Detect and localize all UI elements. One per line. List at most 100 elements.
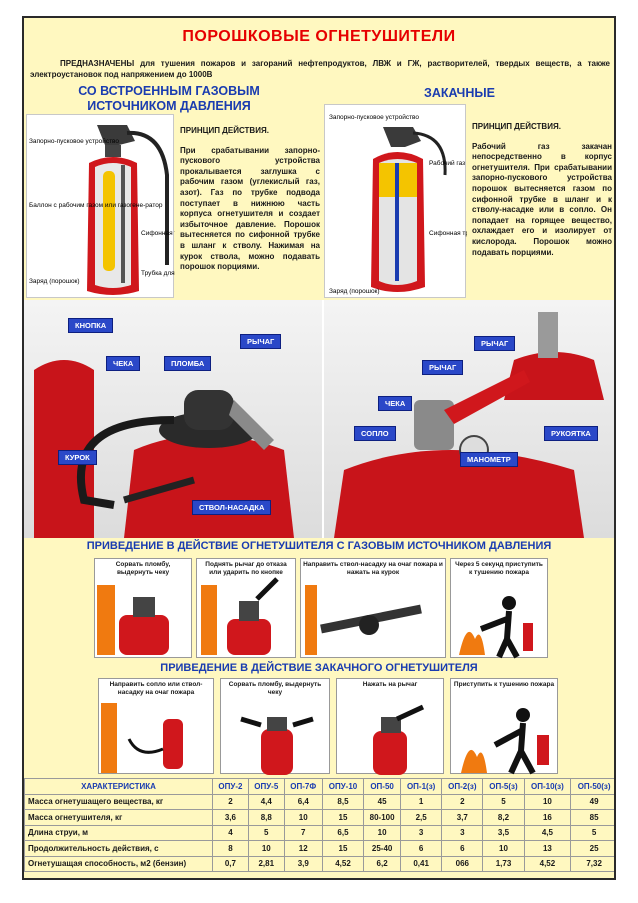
table-cell: 6 xyxy=(441,840,484,857)
zak-step-4: Приступить к тушению пожара xyxy=(450,678,558,775)
table-header-cell: ОП-2(з) xyxy=(441,778,484,795)
gas-principle-text: При срабатывании запорно-пускового устро… xyxy=(180,145,320,272)
zak-extinguisher-photo xyxy=(334,312,604,538)
table-cell: 6,4 xyxy=(283,793,323,810)
zak-step-2-icon xyxy=(240,716,314,775)
zak-step-3: Нажать на рычаг xyxy=(336,678,444,775)
part-label-seal: ПЛОМБА xyxy=(164,356,212,371)
table-cell: 1,73 xyxy=(482,855,525,872)
zak-step-2-caption: Сорвать пломбу, выдернуть чеку xyxy=(228,681,322,696)
table-row-label: Огнетушащая способность, м2 (бензин) xyxy=(24,855,213,872)
table-cell: 10 xyxy=(523,793,572,810)
table-cell: 7,32 xyxy=(570,855,614,872)
table-cell: 2 xyxy=(212,793,249,810)
table-cell: 3 xyxy=(400,824,443,841)
table-cell: 85 xyxy=(570,809,614,826)
table-cell: 12 xyxy=(283,840,323,857)
gas-step-4-caption: Через 5 секунд приступить к тушению пожа… xyxy=(455,561,543,576)
table-cell: 066 xyxy=(441,855,484,872)
label-valve: Запорно-пусковое устройство xyxy=(329,113,419,121)
table-cell: 10 xyxy=(363,824,402,841)
table-cell: 80-100 xyxy=(363,809,402,826)
table-row-label: Длина струи, м xyxy=(24,824,213,841)
table-cell: 10 xyxy=(247,840,285,857)
table-header-cell: ОПУ-5 xyxy=(247,778,285,795)
gas-extinguisher-diagram: Запорно-пусковое устройство Баллон с раб… xyxy=(26,114,216,298)
label-valve: Запорно-пусковое устройство xyxy=(29,137,119,145)
table-cell: 3,9 xyxy=(283,855,323,872)
zak-extinguisher-illustration: Запорно-пусковое устройство Рабочий газ … xyxy=(329,113,483,295)
zak-step-3-icon xyxy=(373,704,425,775)
table-header-cell: ОП-7Ф xyxy=(283,778,323,795)
part-label-button: КНОПКА xyxy=(68,318,114,333)
gas-step-3-icon xyxy=(305,585,422,655)
part-label-gauge: МАНОМЕТР xyxy=(460,452,518,467)
table-cell: 6,5 xyxy=(321,824,365,841)
table-cell: 8,5 xyxy=(321,793,365,810)
table-cell: 4,52 xyxy=(321,855,365,872)
table-cell: 3,6 xyxy=(212,809,249,826)
page-title: ПОРОШКОВЫЕ ОГНЕТУШИТЕЛИ xyxy=(182,28,456,45)
gas-step-3: Направить ствол-насадку на очаг пожара и… xyxy=(300,558,446,658)
zak-principle-text: Рабочий газ закачан непосредственно в ко… xyxy=(472,141,612,257)
table-header-cell: ОП-1(з) xyxy=(400,778,443,795)
table-cell: 3,7 xyxy=(441,809,484,826)
table-cell: 6,2 xyxy=(363,855,402,872)
table-cell: 45 xyxy=(363,793,402,810)
part-label-pin: ЧЕКА xyxy=(378,396,413,411)
table-cell: 8,8 xyxy=(247,809,285,826)
table-cell: 16 xyxy=(523,809,572,826)
label-cylinder: Баллон с рабочим газом или газогене-рато… xyxy=(29,201,163,209)
label-charge: Заряд (порошок) xyxy=(329,288,380,295)
table-cell: 4,52 xyxy=(523,855,572,872)
gas-step-1: Сорвать пломбу, выдернуть чеку xyxy=(94,558,192,658)
gas-step-4: Через 5 секунд приступить к тушению пожа… xyxy=(450,558,548,659)
gas-step-1-icon xyxy=(97,585,169,655)
gas-principle: ПРИНЦИП ДЕЙСТВИЯ. При срабатывании запор… xyxy=(180,126,320,273)
table-cell: 2,81 xyxy=(247,855,285,872)
label-gas: Рабочий газ xyxy=(429,159,465,167)
gas-step-2-caption: Поднять рычаг до отказа или ударить по к… xyxy=(205,561,287,576)
gas-step-4-icon xyxy=(459,596,533,659)
table-row-label: Продолжительность действия, с xyxy=(24,840,213,857)
table-cell: 8 xyxy=(212,840,249,857)
section-zak-activation-title: ПРИВЕДЕНИЕ В ДЕЙСТВИЕ ЗАКАЧНОГО ОГНЕТУШИ… xyxy=(160,662,478,674)
table-cell: 2,5 xyxy=(400,809,443,826)
part-label-nozzle: СОПЛО xyxy=(354,426,396,441)
zak-type-heading: ЗАКАЧНЫЕ xyxy=(424,86,495,100)
gas-step-2-icon xyxy=(201,577,279,655)
gas-step-2: Поднять рычаг до отказа или ударить по к… xyxy=(196,558,296,658)
photo-section: КНОПКА ЧЕКА ПЛОМБА РЫЧАГ КУРОК СТВОЛ-НАС… xyxy=(24,300,614,538)
label-charge: Заряд (порошок) xyxy=(29,278,80,285)
table-cell: 4 xyxy=(212,824,249,841)
table-cell: 4,4 xyxy=(247,793,285,810)
part-label-trigger: КУРОК xyxy=(58,450,97,465)
table-cell: 3,5 xyxy=(482,824,525,841)
section-gas-activation-title: ПРИВЕДЕНИЕ В ДЕЙСТВИЕ ОГНЕТУШИТЕЛЯ С ГАЗ… xyxy=(86,540,552,552)
zak-step-3-caption: Нажать на рычаг xyxy=(362,681,418,688)
table-header-cell: ОПУ-10 xyxy=(321,778,365,795)
intro-text: ПРЕДНАЗНАЧЕНЫ для тушения пожаров и заго… xyxy=(30,59,610,79)
part-label-pin: ЧЕКА xyxy=(106,356,141,371)
gas-step-3-caption: Направить ствол-насадку на очаг пожара и… xyxy=(303,561,443,576)
table-header-row: ХАРАКТЕРИСТИКА ОПУ-2 ОПУ-5 ОП-7Ф ОПУ-10 … xyxy=(24,778,614,795)
table-cell: 4,5 xyxy=(523,824,572,841)
table-cell: 5 xyxy=(247,824,285,841)
photo-gas-extinguisher: КНОПКА ЧЕКА ПЛОМБА РЫЧАГ КУРОК СТВОЛ-НАС… xyxy=(24,300,322,538)
gas-type-heading: СО ВСТРОЕННЫМ ГАЗОВЫМ ИСТОЧНИКОМ ДАВЛЕНИ… xyxy=(78,84,260,113)
part-label-handle: РУКОЯТКА xyxy=(544,426,598,441)
part-label-lever: РЫЧАГ xyxy=(240,334,282,349)
zak-extinguisher-diagram: Запорно-пусковое устройство Рабочий газ … xyxy=(324,104,483,298)
table-row-label: Масса огнетушащего вещества, кг xyxy=(24,793,213,810)
table-header-cell: ХАРАКТЕРИСТИКА xyxy=(24,778,213,795)
table-header-cell: ОП-10(з) xyxy=(523,778,572,795)
table-cell: 0,41 xyxy=(400,855,443,872)
table-cell: 10 xyxy=(482,840,525,857)
zak-step-1-icon xyxy=(101,703,183,773)
part-label-lever-2: РЫЧАГ xyxy=(422,360,464,375)
zak-step-1-caption: Направить сопло или ствол-насадку на оча… xyxy=(109,681,203,696)
zak-step-1: Направить сопло или ствол-насадку на оча… xyxy=(98,678,214,774)
